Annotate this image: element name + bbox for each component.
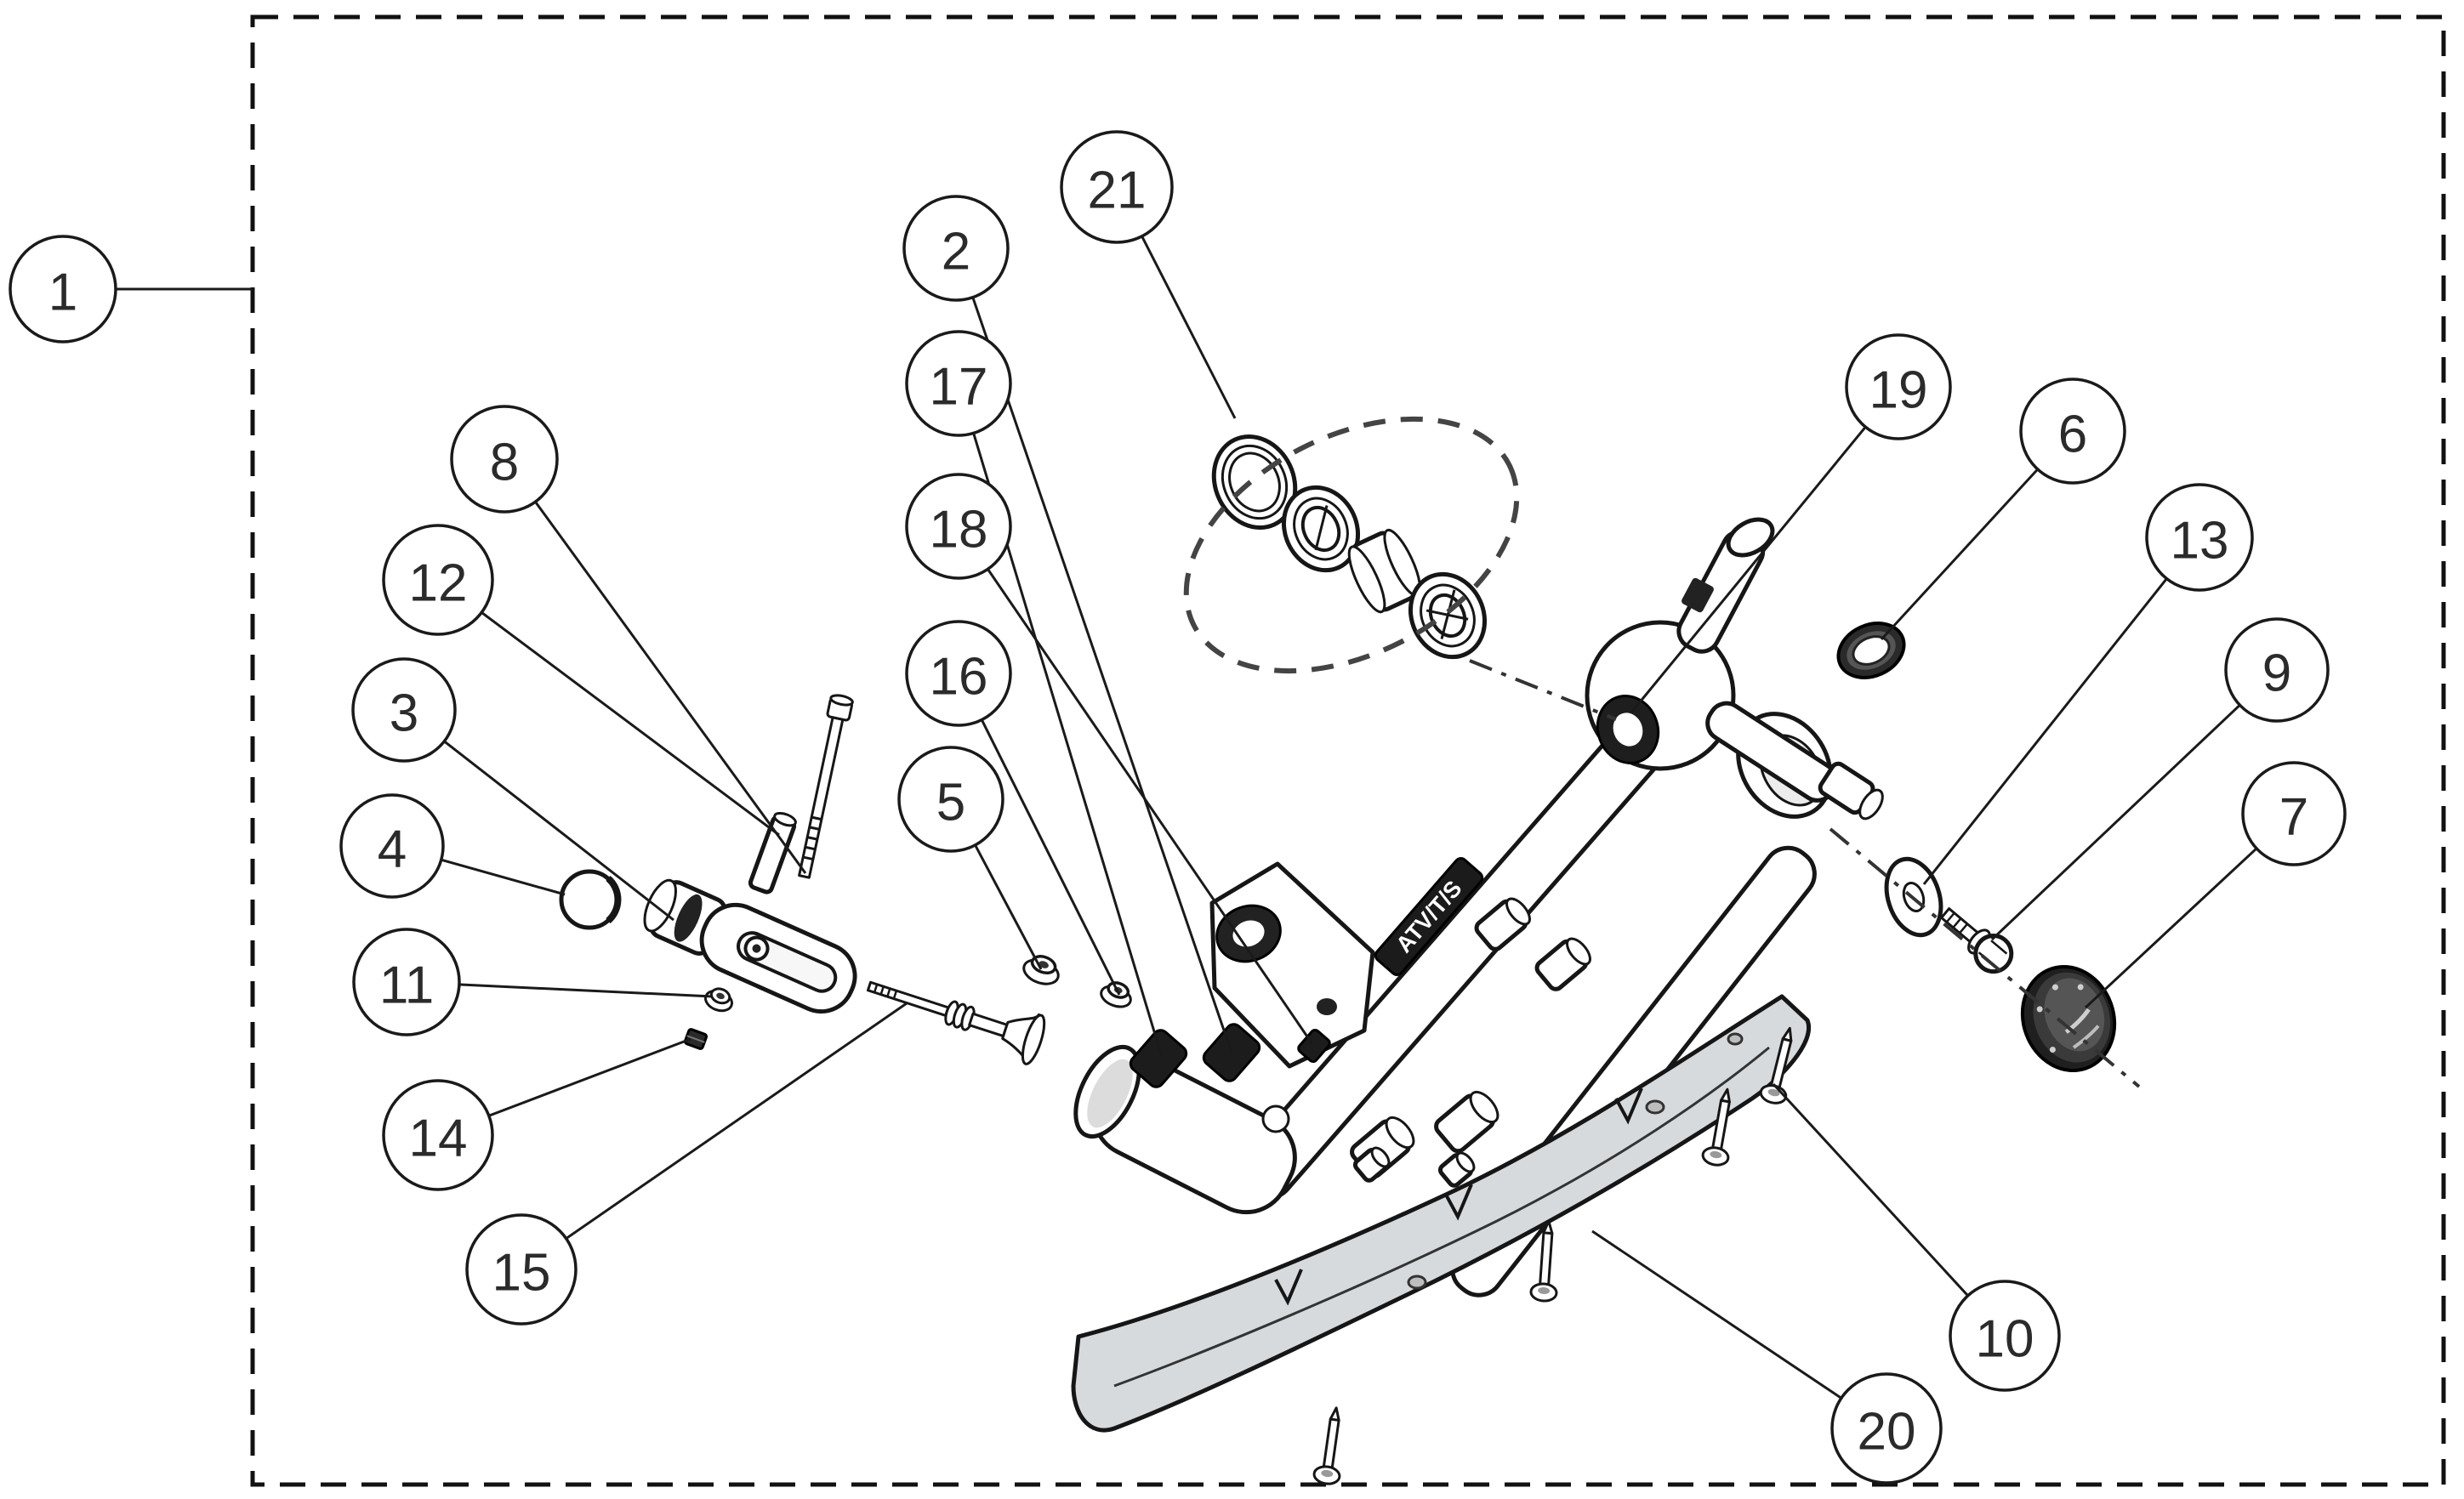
callout-1-assembly-boundary[interactable]: 1: [9, 235, 117, 344]
callout-19-label: 19: [1869, 361, 1928, 420]
linkage-assembly: [559, 694, 1132, 1065]
callout-16-label: 16: [930, 648, 988, 707]
callout-21-label: 21: [1088, 162, 1147, 220]
leader-line-10: [1772, 1082, 2006, 1337]
callout-5-label: 5: [936, 774, 965, 832]
callout-20-label: 20: [1858, 1403, 1916, 1462]
callout-16-bushing-small[interactable]: 16: [905, 620, 1012, 727]
callout-4-label: 4: [378, 820, 407, 879]
callout-7-label: 7: [2279, 788, 2308, 847]
callout-9-label: 9: [2262, 644, 2291, 703]
callout-11-ring-bushing[interactable]: 11: [352, 928, 461, 1036]
callout-11-label: 11: [379, 957, 434, 1015]
leader-line-16: [957, 673, 1121, 996]
callout-21-bearing-kit[interactable]: 21: [1060, 130, 1174, 244]
callout-3-clevis-link[interactable]: 3: [351, 657, 457, 763]
callout-20-bumper-skid[interactable]: 20: [1830, 1372, 1943, 1485]
callout-5-bushing-flanged[interactable]: 5: [897, 746, 1004, 853]
callout-1-label: 1: [48, 264, 77, 322]
leader-line-12: [437, 578, 780, 837]
callout-14-key-block[interactable]: 14: [382, 1079, 494, 1191]
bearing-kit-parts: [1211, 434, 1488, 660]
callout-10-label: 10: [1976, 1310, 2034, 1369]
leader-line-9: [1990, 668, 2279, 941]
callout-15-label: 15: [492, 1244, 551, 1303]
boundary-dashed-box: [250, 14, 2446, 1487]
callout-18-label: 18: [930, 501, 988, 559]
callout-18-rubber-pad[interactable]: 18: [905, 473, 1012, 580]
leader-line-20: [1591, 1229, 1887, 1430]
callout-12-label: 12: [409, 554, 468, 613]
callout-8-bolt-long[interactable]: 8: [450, 405, 559, 514]
callout-13-label: 13: [2171, 512, 2229, 571]
leader-line-18: [957, 525, 1314, 1045]
callout-19-bearing-seated[interactable]: 19: [1845, 333, 1952, 440]
bumper-skid: [1071, 994, 1811, 1433]
callout-8-label: 8: [490, 434, 519, 492]
callout-2-label: 2: [942, 223, 970, 281]
leader-line-8: [503, 458, 807, 874]
callout-12-spacer-pin[interactable]: 12: [382, 524, 494, 636]
callout-3-label: 3: [390, 684, 418, 743]
callout-17-sleeve-front[interactable]: 17: [905, 330, 1012, 437]
callout-6-seal-ring[interactable]: 6: [2019, 378, 2126, 485]
callout-17-label: 17: [930, 358, 988, 417]
callout-9-bolt-short[interactable]: 9: [2224, 617, 2330, 723]
callout-6-label: 6: [2058, 406, 2087, 464]
callout-4-ball-cap[interactable]: 4: [339, 793, 445, 899]
leader-line-19: [1630, 386, 1900, 713]
mounting-screws: [1312, 1026, 1793, 1485]
callout-13-washer[interactable]: 13: [2145, 483, 2254, 592]
callout-7-end-cap[interactable]: 7: [2241, 761, 2347, 866]
axis-line: [1829, 827, 2141, 1088]
leader-line-15: [521, 1002, 908, 1271]
right-hardware: [1836, 622, 2117, 1073]
callout-10-screw[interactable]: 10: [1949, 1280, 2061, 1392]
callout-14-label: 14: [409, 1110, 468, 1168]
leader-line-3: [403, 708, 674, 922]
callout-15-adjuster-rod[interactable]: 15: [465, 1213, 578, 1326]
bearing-kit-dashed-ellipse: [1183, 416, 1520, 674]
leader-line-13: [1922, 537, 2201, 885]
center-axis-lines: [1469, 659, 2141, 1088]
callout-2-sleeve-rear[interactable]: 2: [902, 195, 1010, 302]
